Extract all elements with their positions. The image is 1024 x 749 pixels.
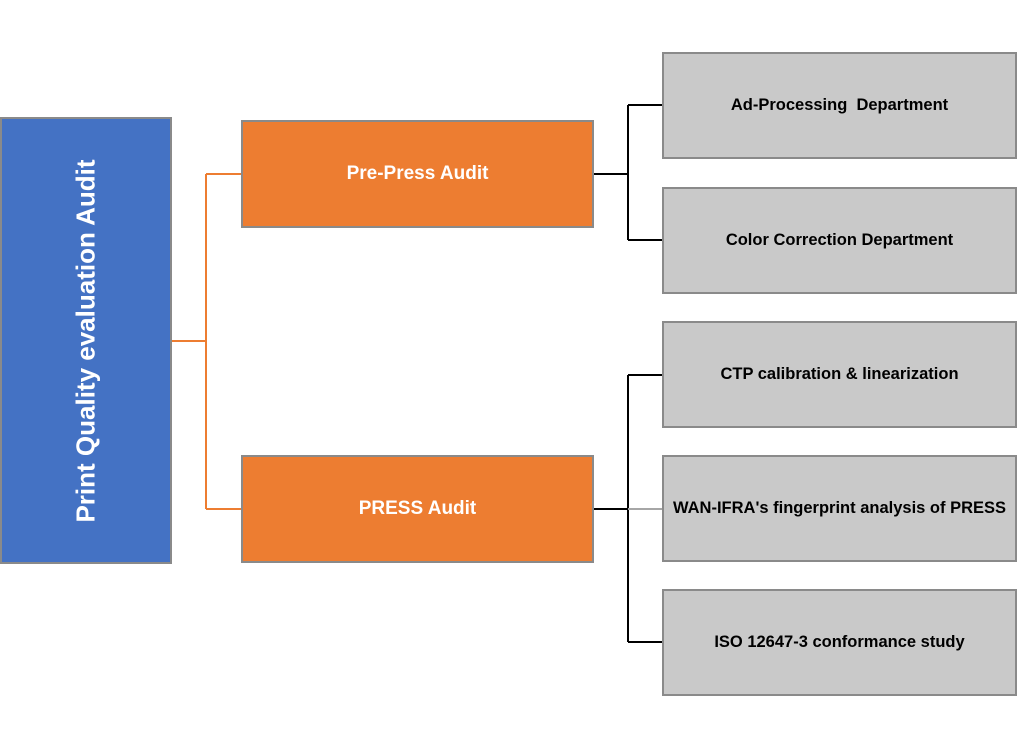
color-correction-node: Color Correction Department (662, 187, 1017, 294)
root-node-label: Print Quality evaluation Audit (70, 158, 101, 523)
ad-processing-node: Ad-Processing Department (662, 52, 1017, 159)
press-audit-label: PRESS Audit (358, 498, 477, 519)
ctp-calibration-label: CTP calibration & linearization (720, 365, 959, 383)
wan-ifra-label: WAN-IFRA's fingerprint analysis of PRESS (672, 499, 1007, 517)
iso-conformance-node: ISO 12647-3 conformance study (662, 589, 1017, 696)
root-node: Print Quality evaluation Audit (0, 117, 172, 564)
pre-press-audit-label: Pre-Press Audit (346, 163, 489, 184)
iso-conformance-label: ISO 12647-3 conformance study (714, 633, 965, 651)
pre-press-audit-node: Pre-Press Audit (241, 120, 594, 228)
wan-ifra-node: WAN-IFRA's fingerprint analysis of PRESS (662, 455, 1017, 562)
press-audit-node: PRESS Audit (241, 455, 594, 563)
color-correction-label: Color Correction Department (725, 231, 954, 249)
ad-processing-label: Ad-Processing Department (730, 96, 949, 114)
ctp-calibration-node: CTP calibration & linearization (662, 321, 1017, 428)
